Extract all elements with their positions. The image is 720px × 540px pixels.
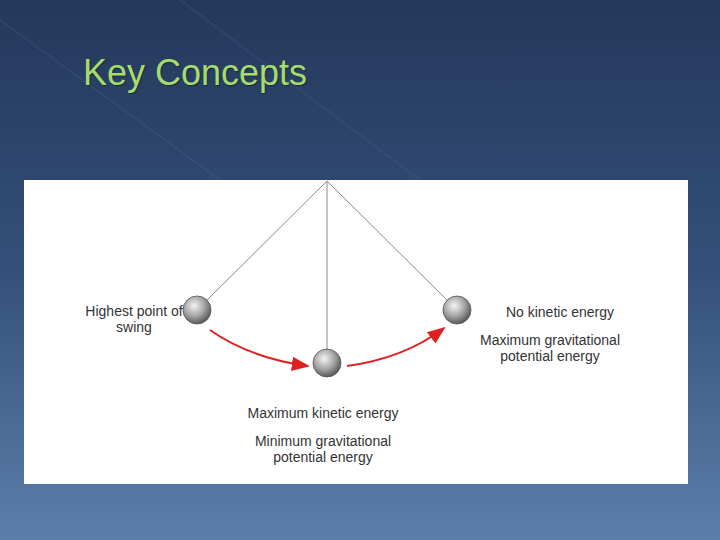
- pendulum-ball: [443, 296, 471, 324]
- position-label: Highest point of swing: [74, 303, 194, 335]
- energy-label: Maximum kinetic energy: [228, 405, 418, 421]
- slide-title: Key Concepts: [83, 52, 307, 94]
- energy-label: Maximum gravitational potential energy: [470, 332, 630, 364]
- swing-arrow: [347, 328, 444, 366]
- string: [327, 181, 328, 363]
- energy-label: No kinetic energy: [490, 304, 630, 320]
- energy-label: Minimum gravitational potential energy: [243, 433, 403, 465]
- swing-arrow: [210, 330, 308, 366]
- string: [327, 181, 457, 310]
- pendulum-ball: [313, 349, 341, 377]
- pendulum-ball: [183, 296, 211, 324]
- string: [197, 181, 327, 310]
